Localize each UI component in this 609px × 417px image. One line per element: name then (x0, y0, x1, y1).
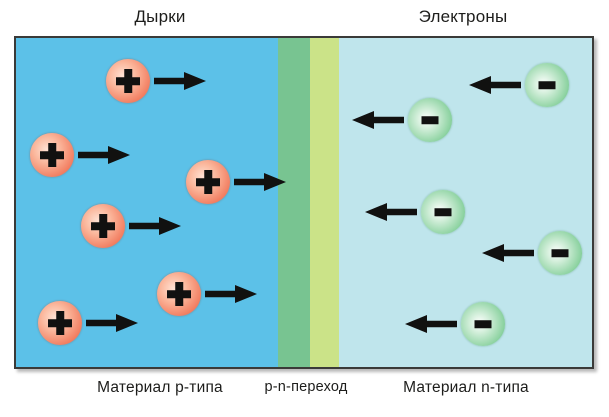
hole-6 (38, 301, 82, 345)
plus-sign-icon (48, 143, 56, 167)
minus-sign-icon (474, 320, 492, 328)
electron-5-motion-arrow-icon (405, 313, 457, 335)
electron-2 (408, 98, 452, 142)
label-p-type-material: Материал p-типа (97, 379, 223, 396)
electron-2-motion-arrow-icon (352, 109, 404, 131)
plus-sign-icon (99, 214, 107, 238)
electron-4-motion-arrow-icon (482, 242, 534, 264)
hole-2-motion-arrow-icon (78, 144, 130, 166)
electron-4 (538, 231, 582, 275)
electron-1-motion-arrow-icon (469, 74, 521, 96)
minus-sign-icon (551, 249, 569, 257)
hole-3-motion-arrow-icon (234, 171, 286, 193)
hole-1 (106, 59, 150, 103)
electron-3 (421, 190, 465, 234)
hole-4 (81, 204, 125, 248)
plus-sign-icon (204, 170, 212, 194)
minus-sign-icon (434, 208, 452, 216)
pn-junction-device (14, 36, 594, 369)
hole-1-motion-arrow-icon (154, 70, 206, 92)
hole-5-motion-arrow-icon (205, 283, 257, 305)
electron-3-motion-arrow-icon (365, 201, 417, 223)
minus-sign-icon (421, 116, 439, 124)
plus-sign-icon (56, 311, 64, 335)
label-holes: Дырки (134, 7, 186, 26)
hole-5 (157, 272, 201, 316)
hole-6-motion-arrow-icon (86, 312, 138, 334)
hole-3 (186, 160, 230, 204)
electron-5 (461, 302, 505, 346)
label-electrons: Электроны (418, 7, 508, 26)
label-pn-junction: p-n-переход (264, 379, 348, 395)
depletion-band-yellow (310, 38, 339, 367)
hole-2 (30, 133, 74, 177)
hole-4-motion-arrow-icon (129, 215, 181, 237)
plus-sign-icon (175, 282, 183, 306)
plus-sign-icon (124, 69, 132, 93)
label-n-type-material: Материал n-типа (403, 379, 529, 396)
minus-sign-icon (538, 81, 556, 89)
depletion-band-green (278, 38, 310, 367)
electron-1 (525, 63, 569, 107)
